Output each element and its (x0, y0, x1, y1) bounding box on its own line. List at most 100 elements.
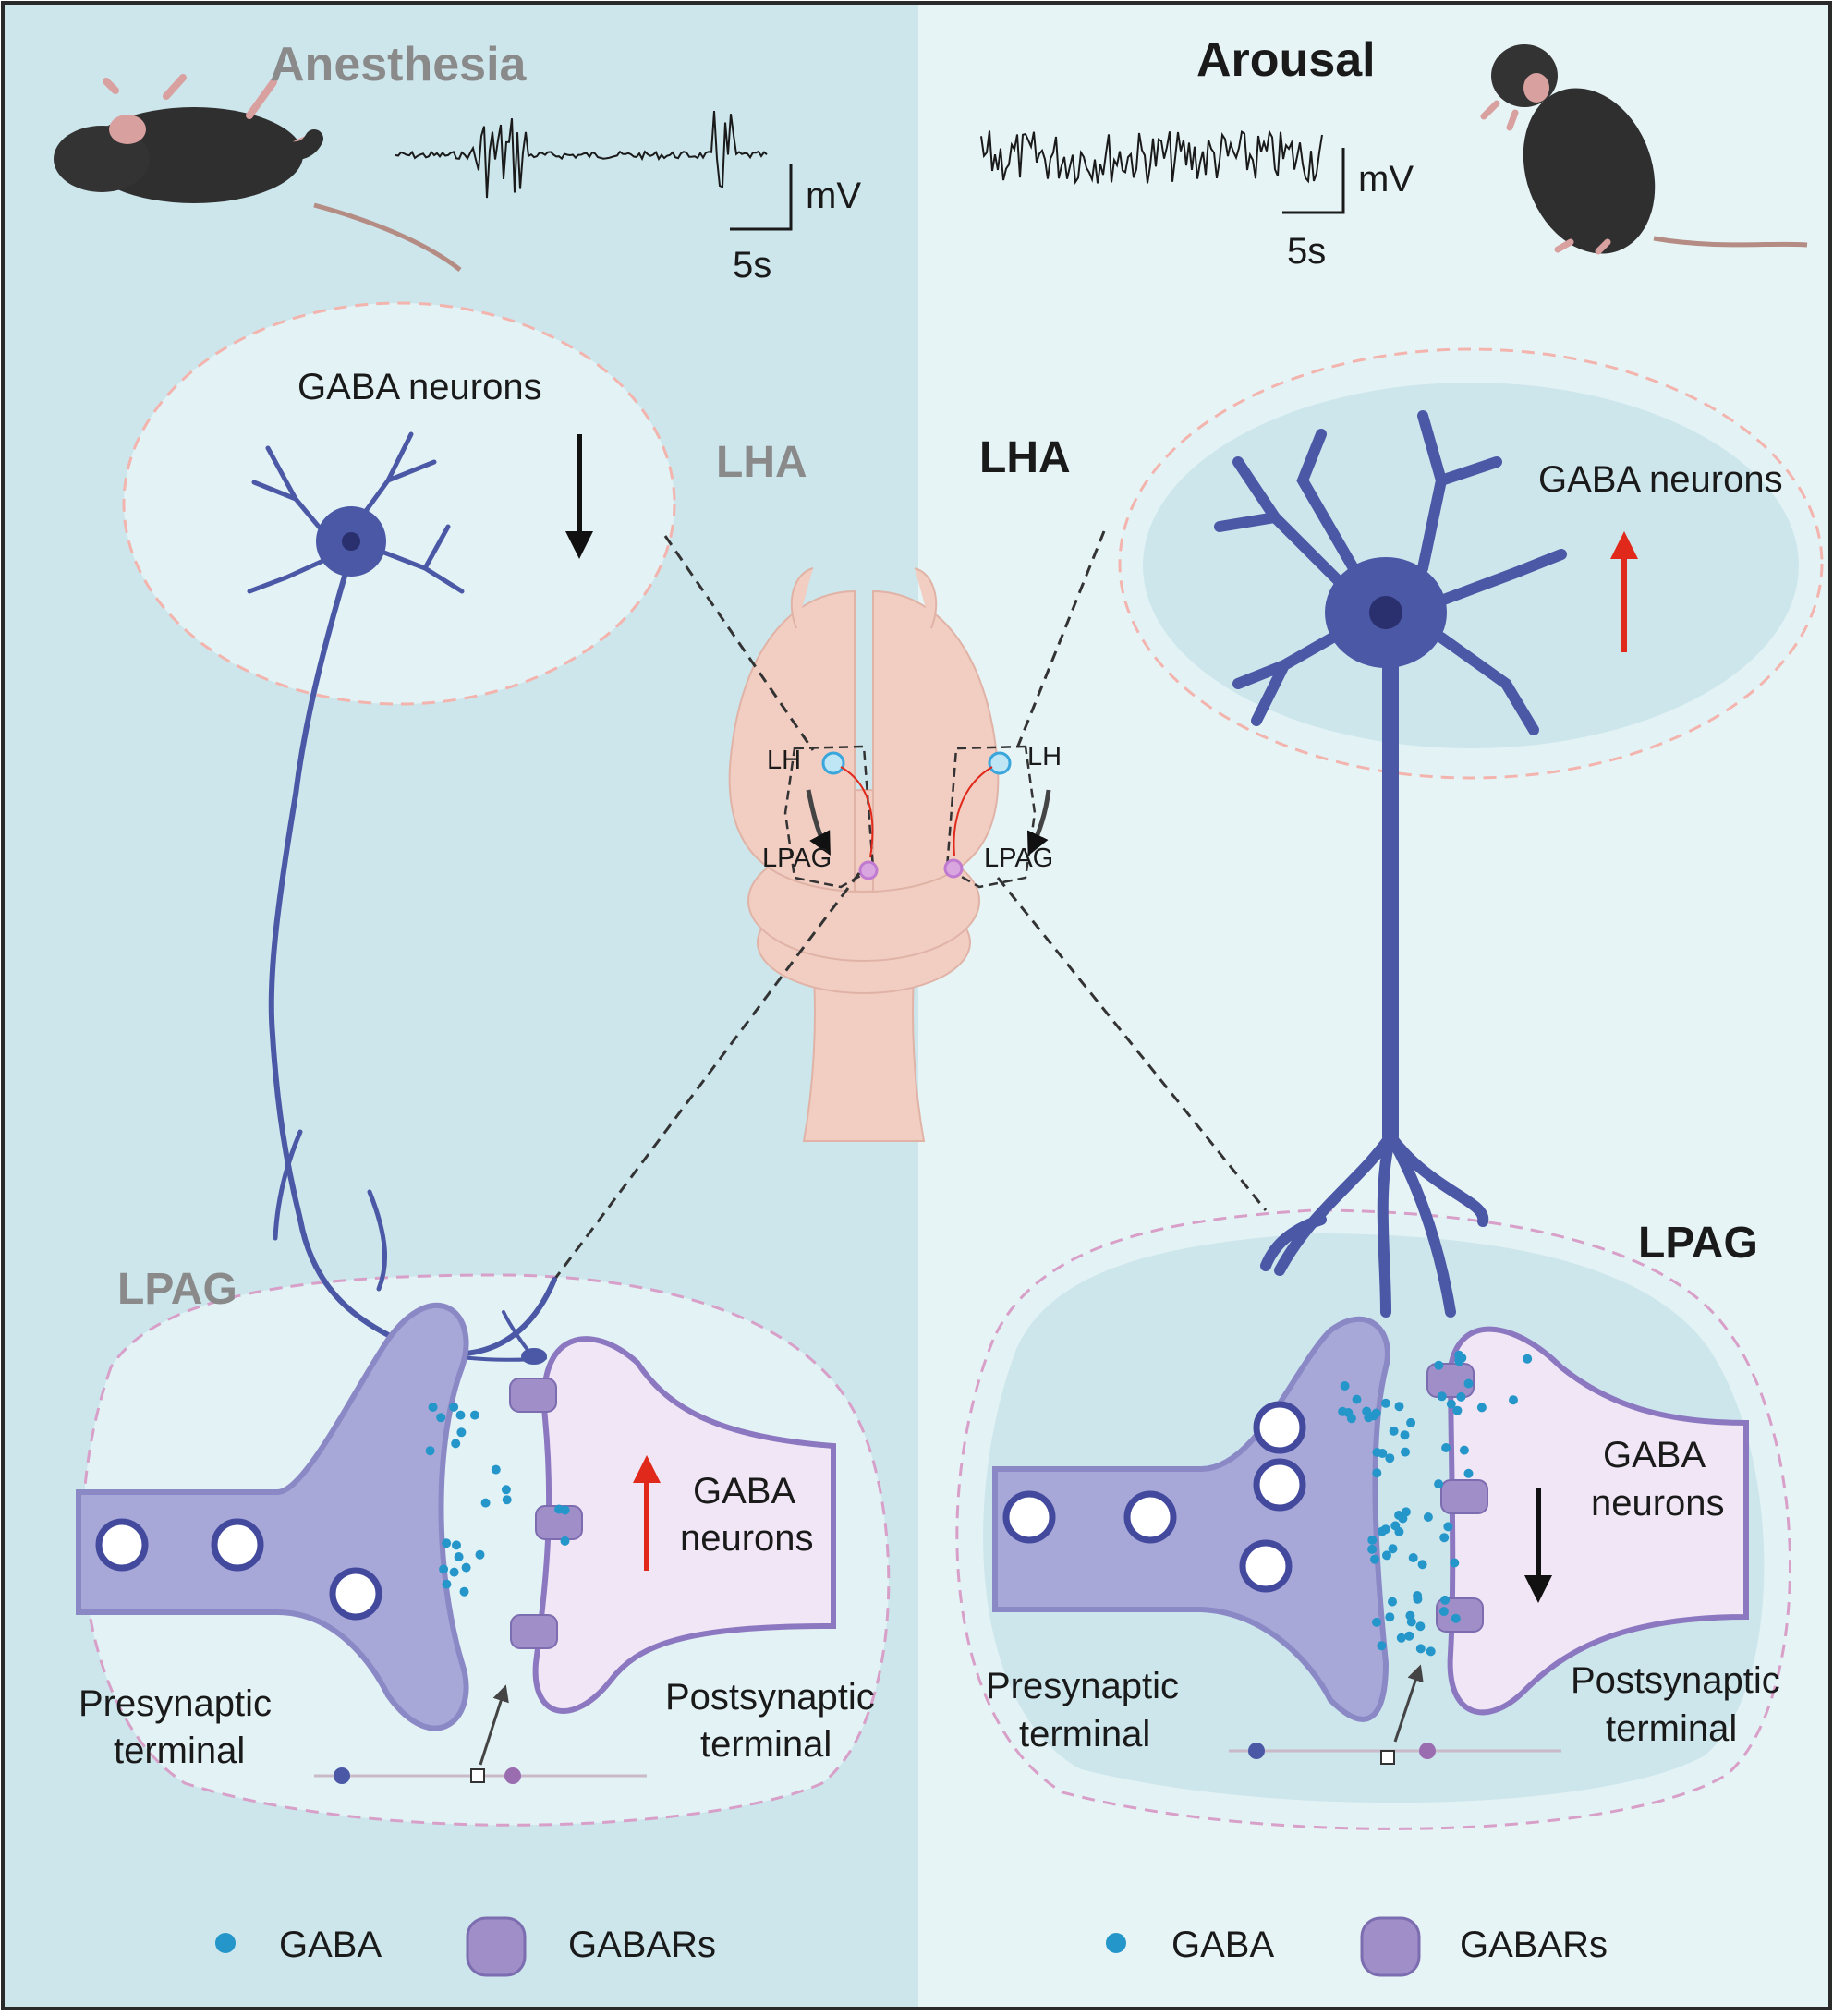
pathway-arrow-right (1026, 789, 1051, 856)
presynaptic-label-left-1: Presynaptic (79, 1683, 272, 1724)
gaba-molecule (1382, 1550, 1391, 1561)
brain-roi-left (783, 745, 875, 889)
gaba-molecule (455, 1410, 466, 1420)
gaba-molecule (1450, 1558, 1460, 1568)
legend-receptor-icon-right (1360, 1916, 1421, 1977)
scale-bar-left (730, 164, 793, 231)
gaba-molecule (1446, 1399, 1456, 1409)
gaba-molecule (1380, 1398, 1390, 1408)
gaba-molecule (469, 1410, 479, 1420)
gaba-molecule (442, 1579, 452, 1589)
gaba-molecule (1367, 1535, 1378, 1545)
gaba-molecule (491, 1464, 501, 1475)
projection-arrow-right (953, 766, 993, 856)
scale-time-left: 5s (733, 245, 772, 285)
brain-lpag-right: LPAG (984, 844, 1054, 873)
gaba-molecule (442, 1538, 452, 1548)
gaba-molecule (1340, 1381, 1350, 1391)
gaba-molecule (1439, 1533, 1450, 1543)
gaba-molecule (459, 1586, 469, 1597)
gaba-molecule (1404, 1631, 1414, 1641)
lha-neurons-label-left: GABA neurons (297, 367, 542, 407)
gaba-molecule (1388, 1597, 1397, 1607)
gaba-molecule (1426, 1646, 1436, 1657)
legend-receptor-icon-left (466, 1916, 527, 1977)
scale-unit-right: mV (1358, 159, 1414, 200)
lpag-site-right (943, 858, 964, 879)
gaba-molecule (1346, 1414, 1356, 1424)
neuron-icon (1214, 410, 1567, 1318)
eeg-trace-arousal (980, 128, 1323, 186)
gaba-molecule (454, 1552, 464, 1561)
gaba-molecule (1476, 1403, 1487, 1413)
lpag-label-right: LPAG (1638, 1219, 1758, 1268)
gaba-molecule (1454, 1355, 1464, 1366)
gaba-molecule (1413, 1591, 1423, 1600)
gaba-molecule (1388, 1544, 1398, 1554)
gaba-molecule (452, 1540, 461, 1550)
gaba-molecule (461, 1562, 471, 1573)
gaba-molecule (1401, 1447, 1410, 1457)
lpag-site-left (858, 860, 879, 880)
presynaptic-label-right-2: terminal (1019, 1714, 1151, 1755)
gaba-molecule (1385, 1453, 1395, 1463)
eeg-trace-anesthesia (395, 111, 768, 199)
lha-bubble-left (122, 301, 676, 706)
gaba-molecule (1452, 1405, 1463, 1415)
postsynaptic-label-right-1: Postsynaptic (1571, 1660, 1780, 1701)
gaba-molecule (1394, 1402, 1404, 1412)
gaba-molecule (1415, 1621, 1426, 1632)
scale-time-right: 5s (1287, 231, 1327, 272)
projection-arrow-left (840, 766, 874, 858)
gaba-molecule (439, 1564, 449, 1574)
gaba-molecule (1417, 1560, 1427, 1570)
lha-label-right: LHA (979, 433, 1071, 482)
gaba-molecule (501, 1485, 511, 1495)
brain-lpag-left: LPAG (762, 844, 832, 873)
presynaptic-label-right-1: Presynaptic (986, 1666, 1179, 1706)
gaba-molecule (1440, 1595, 1451, 1605)
gaba-molecule (1406, 1417, 1416, 1427)
legend-gaba-icon-right (1106, 1933, 1126, 1953)
gaba-molecule (1371, 1408, 1381, 1418)
lha-nucleus-left (342, 532, 360, 551)
gaba-molecule (1378, 1449, 1388, 1458)
gaba-molecule (475, 1549, 485, 1560)
gaba-dots (425, 1350, 1533, 1657)
receptor-icon (509, 1363, 1488, 1649)
gaba-molecule (1389, 1426, 1399, 1436)
scale-unit-left: mV (806, 176, 861, 216)
gaba-molecule (425, 1446, 435, 1456)
gaba-molecule (1415, 1644, 1426, 1654)
gaba-molecule (1459, 1445, 1469, 1455)
brain-icon (728, 567, 1000, 1142)
lpag-label-left: LPAG (117, 1265, 237, 1314)
arousal-title: Arousal (1196, 33, 1376, 87)
gaba-molecule (449, 1567, 459, 1577)
gaba-molecule (1509, 1395, 1518, 1405)
gaba-molecule (1372, 1617, 1381, 1627)
anesthesia-title: Anesthesia (270, 38, 527, 91)
legend-gaba-label-right: GABA (1171, 1925, 1275, 1965)
pathway-arrow-left (806, 789, 831, 856)
lha-nucleus-right (1369, 596, 1402, 629)
postsynaptic-neurons-label-left-2: neurons (680, 1518, 814, 1559)
gaba-molecule (554, 1504, 564, 1514)
gaba-molecule (1434, 1360, 1444, 1370)
legend-gabars-label-right: GABARs (1460, 1925, 1608, 1965)
scale-bar-right (1282, 148, 1345, 214)
mini-pathway-right (1229, 1664, 1561, 1765)
legend-gaba-label-left: GABA (279, 1925, 382, 1965)
gaba-molecule (1434, 1479, 1444, 1489)
gaba-molecule (1463, 1468, 1474, 1478)
lha-label-left: LHA (716, 438, 807, 487)
legend-gaba-icon-left (215, 1933, 236, 1953)
brain-roi-right (945, 745, 1037, 889)
gaba-molecule (560, 1536, 570, 1546)
zoom-lines (552, 530, 1268, 1281)
postsynaptic-neurons-label-right-1: GABA (1603, 1435, 1706, 1476)
mouse-anesthetized-icon (54, 74, 462, 272)
